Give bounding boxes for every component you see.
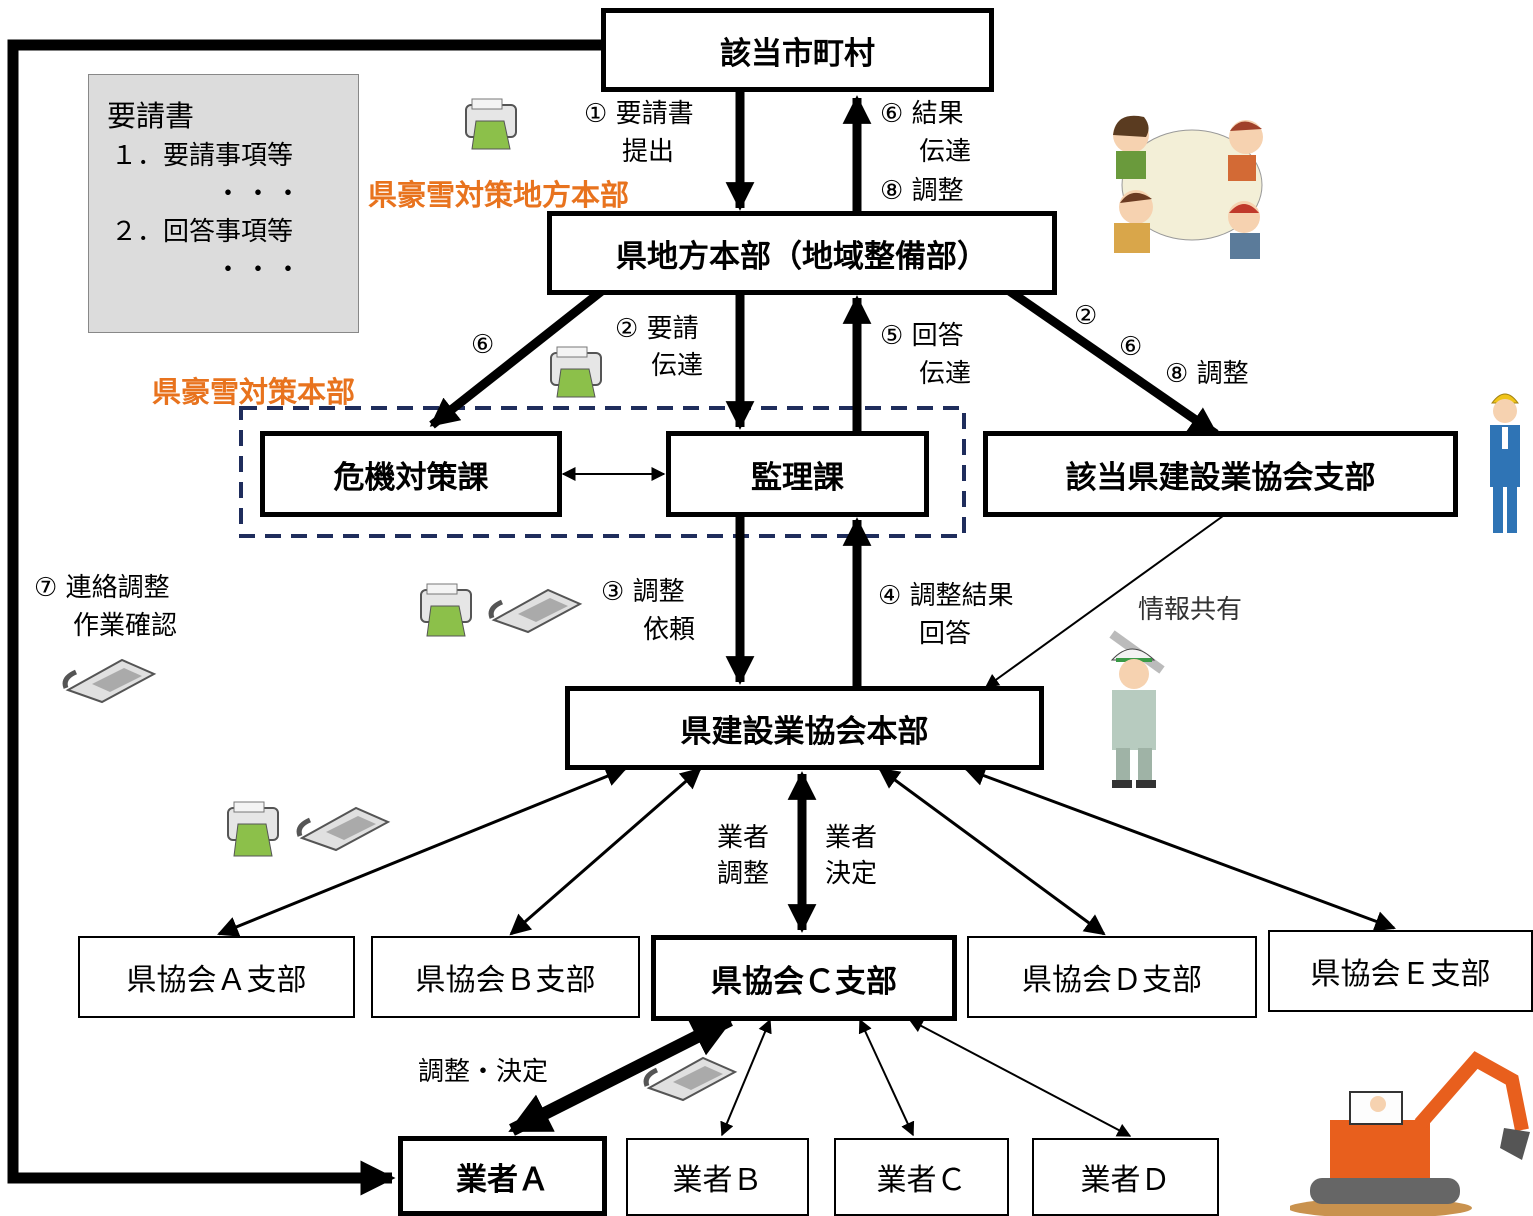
label-3-coord: ③ 調整 [601, 577, 685, 607]
request-document-box: 要請書 １．要請事項等 ・・・ ２．回答事項等 ・・・ [88, 74, 359, 333]
label-4-result: ④ 調整結果 [878, 581, 1014, 611]
supervision-division-box: 監理課 [666, 431, 929, 517]
request-doc-item2: ２．回答事項等 [111, 217, 294, 247]
arrow-info-share [984, 515, 1224, 688]
label-info-share: 情報共有 [1138, 595, 1243, 625]
label-5-transmit: 伝達 [919, 359, 972, 389]
label-1-request: ① 要請書 [584, 99, 694, 129]
label-4-answer: 回答 [919, 619, 972, 649]
contractor-d-box: 業者Ｄ [1032, 1138, 1219, 1216]
arrow-hq-branch-e [964, 765, 1396, 932]
arrow-branchc-contractor-d [908, 1019, 1132, 1137]
label-2-right: ② [1074, 301, 1098, 331]
arrow-hq-branch-b [509, 767, 702, 936]
branch-b-box: 県協会Ｂ支部 [371, 936, 640, 1018]
arrow-hq-branch-d [878, 767, 1106, 936]
worker-icon [1490, 393, 1520, 533]
label-contractor-decide-1: 業者 [825, 823, 878, 853]
regional-hq-box: 県地方本部（地域整備部） [547, 211, 1057, 295]
contractor-b-box: 業者Ｂ [626, 1138, 809, 1216]
label-7-liaison: ⑦ 連絡調整 [34, 573, 170, 603]
label-contractor-decide-2: 決定 [825, 859, 878, 889]
label-8-coord-right: ⑧ 調整 [1165, 359, 1249, 389]
label-2-transmit: 伝達 [651, 351, 704, 381]
telephone-icon [643, 1056, 738, 1102]
label-6-result: ⑥ 結果 [880, 99, 964, 129]
label-8-coord-top: ⑧ 調整 [880, 176, 964, 206]
municipality-box: 該当市町村 [601, 8, 994, 92]
telephone-icon [62, 658, 157, 704]
label-3-request: 依頼 [643, 615, 696, 645]
label-6-transmit: 伝達 [919, 137, 972, 167]
label-2-request: ② 要請 [615, 314, 699, 344]
arrow-branchc-contractor-b [720, 1018, 772, 1137]
branch-a-box: 県協会Ａ支部 [78, 936, 355, 1018]
telephone-icon [296, 806, 391, 852]
label-7-confirm: 作業確認 [73, 611, 178, 641]
regional-snow-hq-label: 県豪雪対策地方本部 [368, 178, 630, 212]
label-6-left: ⑥ [471, 330, 495, 360]
arrow-branchc-contractor-a [508, 1014, 734, 1136]
fax-icon [550, 346, 602, 398]
fax-icon [465, 98, 517, 150]
fax-icon [420, 583, 472, 637]
fax-icon [227, 801, 279, 857]
branch-c-box: 県協会Ｃ支部 [651, 935, 957, 1021]
snow-hq-label: 県豪雪対策本部 [152, 375, 356, 409]
telephone-icon [488, 588, 583, 634]
request-doc-item1: １．要請事項等 [111, 141, 294, 171]
branch-e-box: 県協会Ｅ支部 [1268, 930, 1533, 1012]
label-6-right: ⑥ [1119, 332, 1143, 362]
request-doc-title: 要請書 [107, 99, 195, 133]
construction-worker-icon [1109, 630, 1165, 788]
arrow-6-crisis [429, 286, 606, 429]
label-5-answer: ⑤ 回答 [880, 321, 964, 351]
arrow-municipality-to-contractor-a [7, 39, 601, 1196]
contractor-a-box: 業者Ａ [398, 1136, 607, 1216]
association-hq-box: 県建設業協会本部 [565, 686, 1044, 770]
local-branch-box: 該当県建設業協会支部 [983, 431, 1458, 517]
label-contractor-coord-1: 業者 [717, 823, 770, 853]
crisis-division-box: 危機対策課 [260, 431, 562, 517]
arrow-branchc-contractor-c [858, 1018, 915, 1137]
request-doc-dots2: ・・・ [215, 255, 306, 285]
arrow-2-6-8-branch [1005, 286, 1219, 438]
meeting-people-icon [1113, 115, 1263, 259]
branch-d-box: 県協会Ｄ支部 [967, 936, 1257, 1018]
excavator-icon [1290, 1051, 1530, 1216]
request-doc-dots1: ・・・ [215, 179, 306, 209]
label-coord-decide: 調整・決定 [418, 1057, 549, 1087]
snow-hq-region [239, 406, 966, 538]
contractor-c-box: 業者Ｃ [834, 1138, 1009, 1216]
label-contractor-coord-2: 調整 [717, 859, 770, 889]
label-1-submit: 提出 [622, 137, 675, 167]
